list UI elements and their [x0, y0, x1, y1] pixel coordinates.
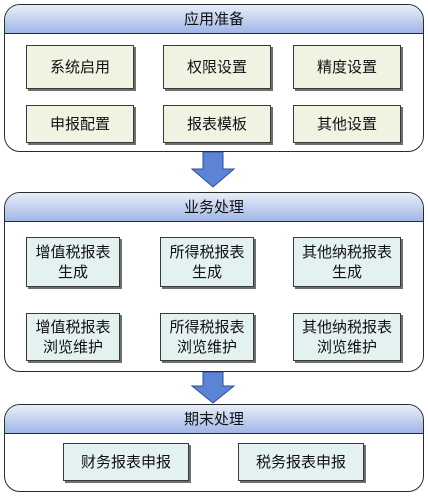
node-line: 浏览维护 — [316, 338, 377, 356]
down-arrow-icon — [190, 372, 236, 404]
node-permission-settings[interactable]: 权限设置 — [163, 45, 271, 89]
node-line: 生成 — [191, 263, 222, 281]
node-declare-config[interactable]: 申报配置 — [26, 105, 134, 143]
node-income-tax-browse[interactable]: 所得税报表 浏览维护 — [160, 313, 254, 361]
section-title: 期末处理 — [5, 405, 423, 434]
node-vat-browse[interactable]: 增值税报表 浏览维护 — [26, 313, 120, 361]
down-arrow-icon — [190, 152, 236, 188]
node-tax-report-declare[interactable]: 税务报表申报 — [238, 443, 364, 481]
node-line: 生成 — [57, 263, 88, 281]
section-title: 业务处理 — [5, 193, 423, 222]
section-app-prep: 应用准备 系统启用 权限设置 精度设置 申报配置 报表模板 其他设置 — [4, 4, 424, 152]
node-line: 所得税报表 — [169, 318, 245, 336]
node-line: 其他纳税报表 — [301, 318, 392, 336]
node-income-tax-generate[interactable]: 所得税报表 生成 — [160, 237, 254, 287]
node-other-tax-generate[interactable]: 其他纳税报表 生成 — [293, 237, 401, 287]
node-line: 增值税报表 — [35, 318, 111, 336]
node-report-template[interactable]: 报表模板 — [163, 105, 271, 143]
node-precision-settings[interactable]: 精度设置 — [293, 45, 401, 89]
node-line: 所得税报表 — [169, 243, 245, 261]
node-line: 浏览维护 — [42, 338, 103, 356]
node-line: 增值税报表 — [35, 243, 111, 261]
node-other-tax-browse[interactable]: 其他纳税报表 浏览维护 — [293, 313, 401, 361]
node-other-settings[interactable]: 其他设置 — [293, 105, 401, 143]
section-title: 应用准备 — [5, 5, 423, 34]
node-vat-generate[interactable]: 增值税报表 生成 — [26, 237, 120, 287]
section-business: 业务处理 增值税报表 生成 所得税报表 生成 其他纳税报表 生成 增值税报表 浏… — [4, 192, 424, 372]
node-line: 生成 — [331, 263, 362, 281]
node-financial-report-declare[interactable]: 财务报表申报 — [63, 443, 189, 481]
node-system-enable[interactable]: 系统启用 — [26, 45, 134, 89]
section-period-end: 期末处理 财务报表申报 税务报表申报 — [4, 404, 424, 492]
node-line: 其他纳税报表 — [301, 243, 392, 261]
node-line: 浏览维护 — [176, 338, 237, 356]
